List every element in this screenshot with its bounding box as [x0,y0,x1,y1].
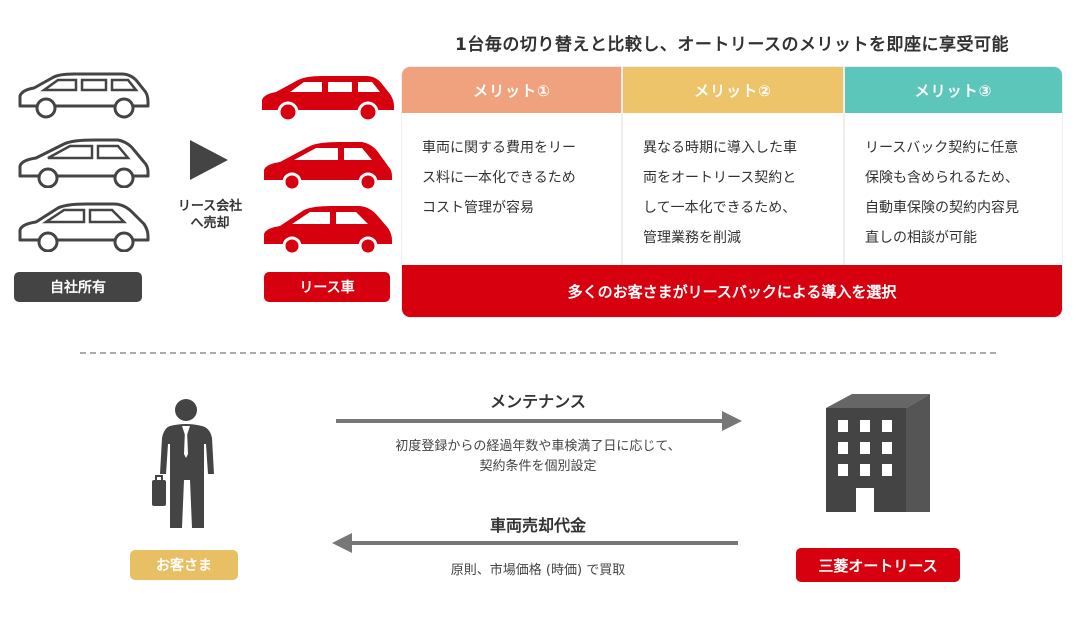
merit-3-body: リースバック契約に任意 保険も含められるため、 自動車保険の契約内容見 直しの相… [845,113,1062,265]
merit-1-title: メリット① [402,67,622,113]
merit-2-line: して一本化できるため、 [643,200,797,216]
transfer-label-line2: へ売却 [190,216,230,231]
merit-column-2: メリット② 異なる時期に導入した車 両をオートリース契約と して一本化できるため… [623,67,843,265]
merit-2-line: 異なる時期に導入した車 [643,140,797,156]
merit-2-title: メリット② [623,67,843,113]
arrow-left-icon [332,533,738,553]
owned-car-icon [18,72,150,119]
building-icon [826,394,930,512]
merit-table: メリット① 車両に関する費用をリー ス料に一本化できるため コスト管理が容易 メ… [402,67,1062,317]
divider [843,67,845,265]
merit-2-line: 管理業務を削減 [643,230,741,246]
payment-title: 車両売却代金 [489,516,586,535]
merit-3-line: 直しの相談が可能 [865,230,977,246]
payment-desc: 原則、市場価格 (時価) で買取 [450,563,626,578]
own-badge: 自社所有 [14,272,142,302]
businessman-icon [152,399,214,528]
merit-1-line: コスト管理が容易 [422,200,534,216]
merit-2-body: 異なる時期に導入した車 両をオートリース契約と して一本化できるため、 管理業務… [623,113,843,265]
arrow-right-icon [336,411,742,431]
maintenance-desc-line1: 初度登録からの経過年数や車検満了日に応じて、 [395,439,681,454]
merit-column-1: メリット① 車両に関する費用をリー ス料に一本化できるため コスト管理が容易 [402,67,622,265]
section-divider [80,352,996,354]
transfer-label-line1: リース会社 [177,199,243,214]
lease-car-icon [262,76,394,122]
merit-footer: 多くのお客さまがリースバックによる導入を選択 [402,265,1062,317]
merit-1-line: 車両に関する費用をリー [422,140,576,156]
owned-car-icon [18,202,150,252]
merit-3-line: リースバック契約に任意 [865,140,1019,156]
customer-badge: お客さま [130,550,238,580]
owned-car-icon [18,138,150,188]
company-badge: 三菱オートリース [796,548,960,582]
merit-column-3: メリット③ リースバック契約に任意 保険も含められるため、 自動車保険の契約内容… [845,67,1062,265]
maintenance-desc: 初度登録からの経過年数や車検満了日に応じて、 契約条件を個別設定 [338,437,738,477]
merit-3-line: 保険も含められるため、 [865,170,1019,186]
merit-3-line: 自動車保険の契約内容見 [865,200,1019,216]
merit-2-line: 両をオートリース契約と [643,170,797,186]
play-arrow-icon [190,140,228,180]
headline: 1台毎の切り替えと比較し、オートリースのメリットを即座に享受可能 [455,35,1009,55]
lease-car-icon [264,142,392,190]
maintenance-title: メンテナンス [490,392,586,411]
divider [621,67,623,265]
transfer-label: リース会社 へ売却 [160,198,260,232]
maintenance-desc-line2: 契約条件を個別設定 [479,459,597,474]
lease-badge: リース車 [264,272,390,302]
lease-car-icon [264,206,392,254]
merit-1-body: 車両に関する費用をリー ス料に一本化できるため コスト管理が容易 [402,113,622,265]
merit-3-title: メリット③ [845,67,1062,113]
merit-1-line: ス料に一本化できるため [422,170,576,186]
